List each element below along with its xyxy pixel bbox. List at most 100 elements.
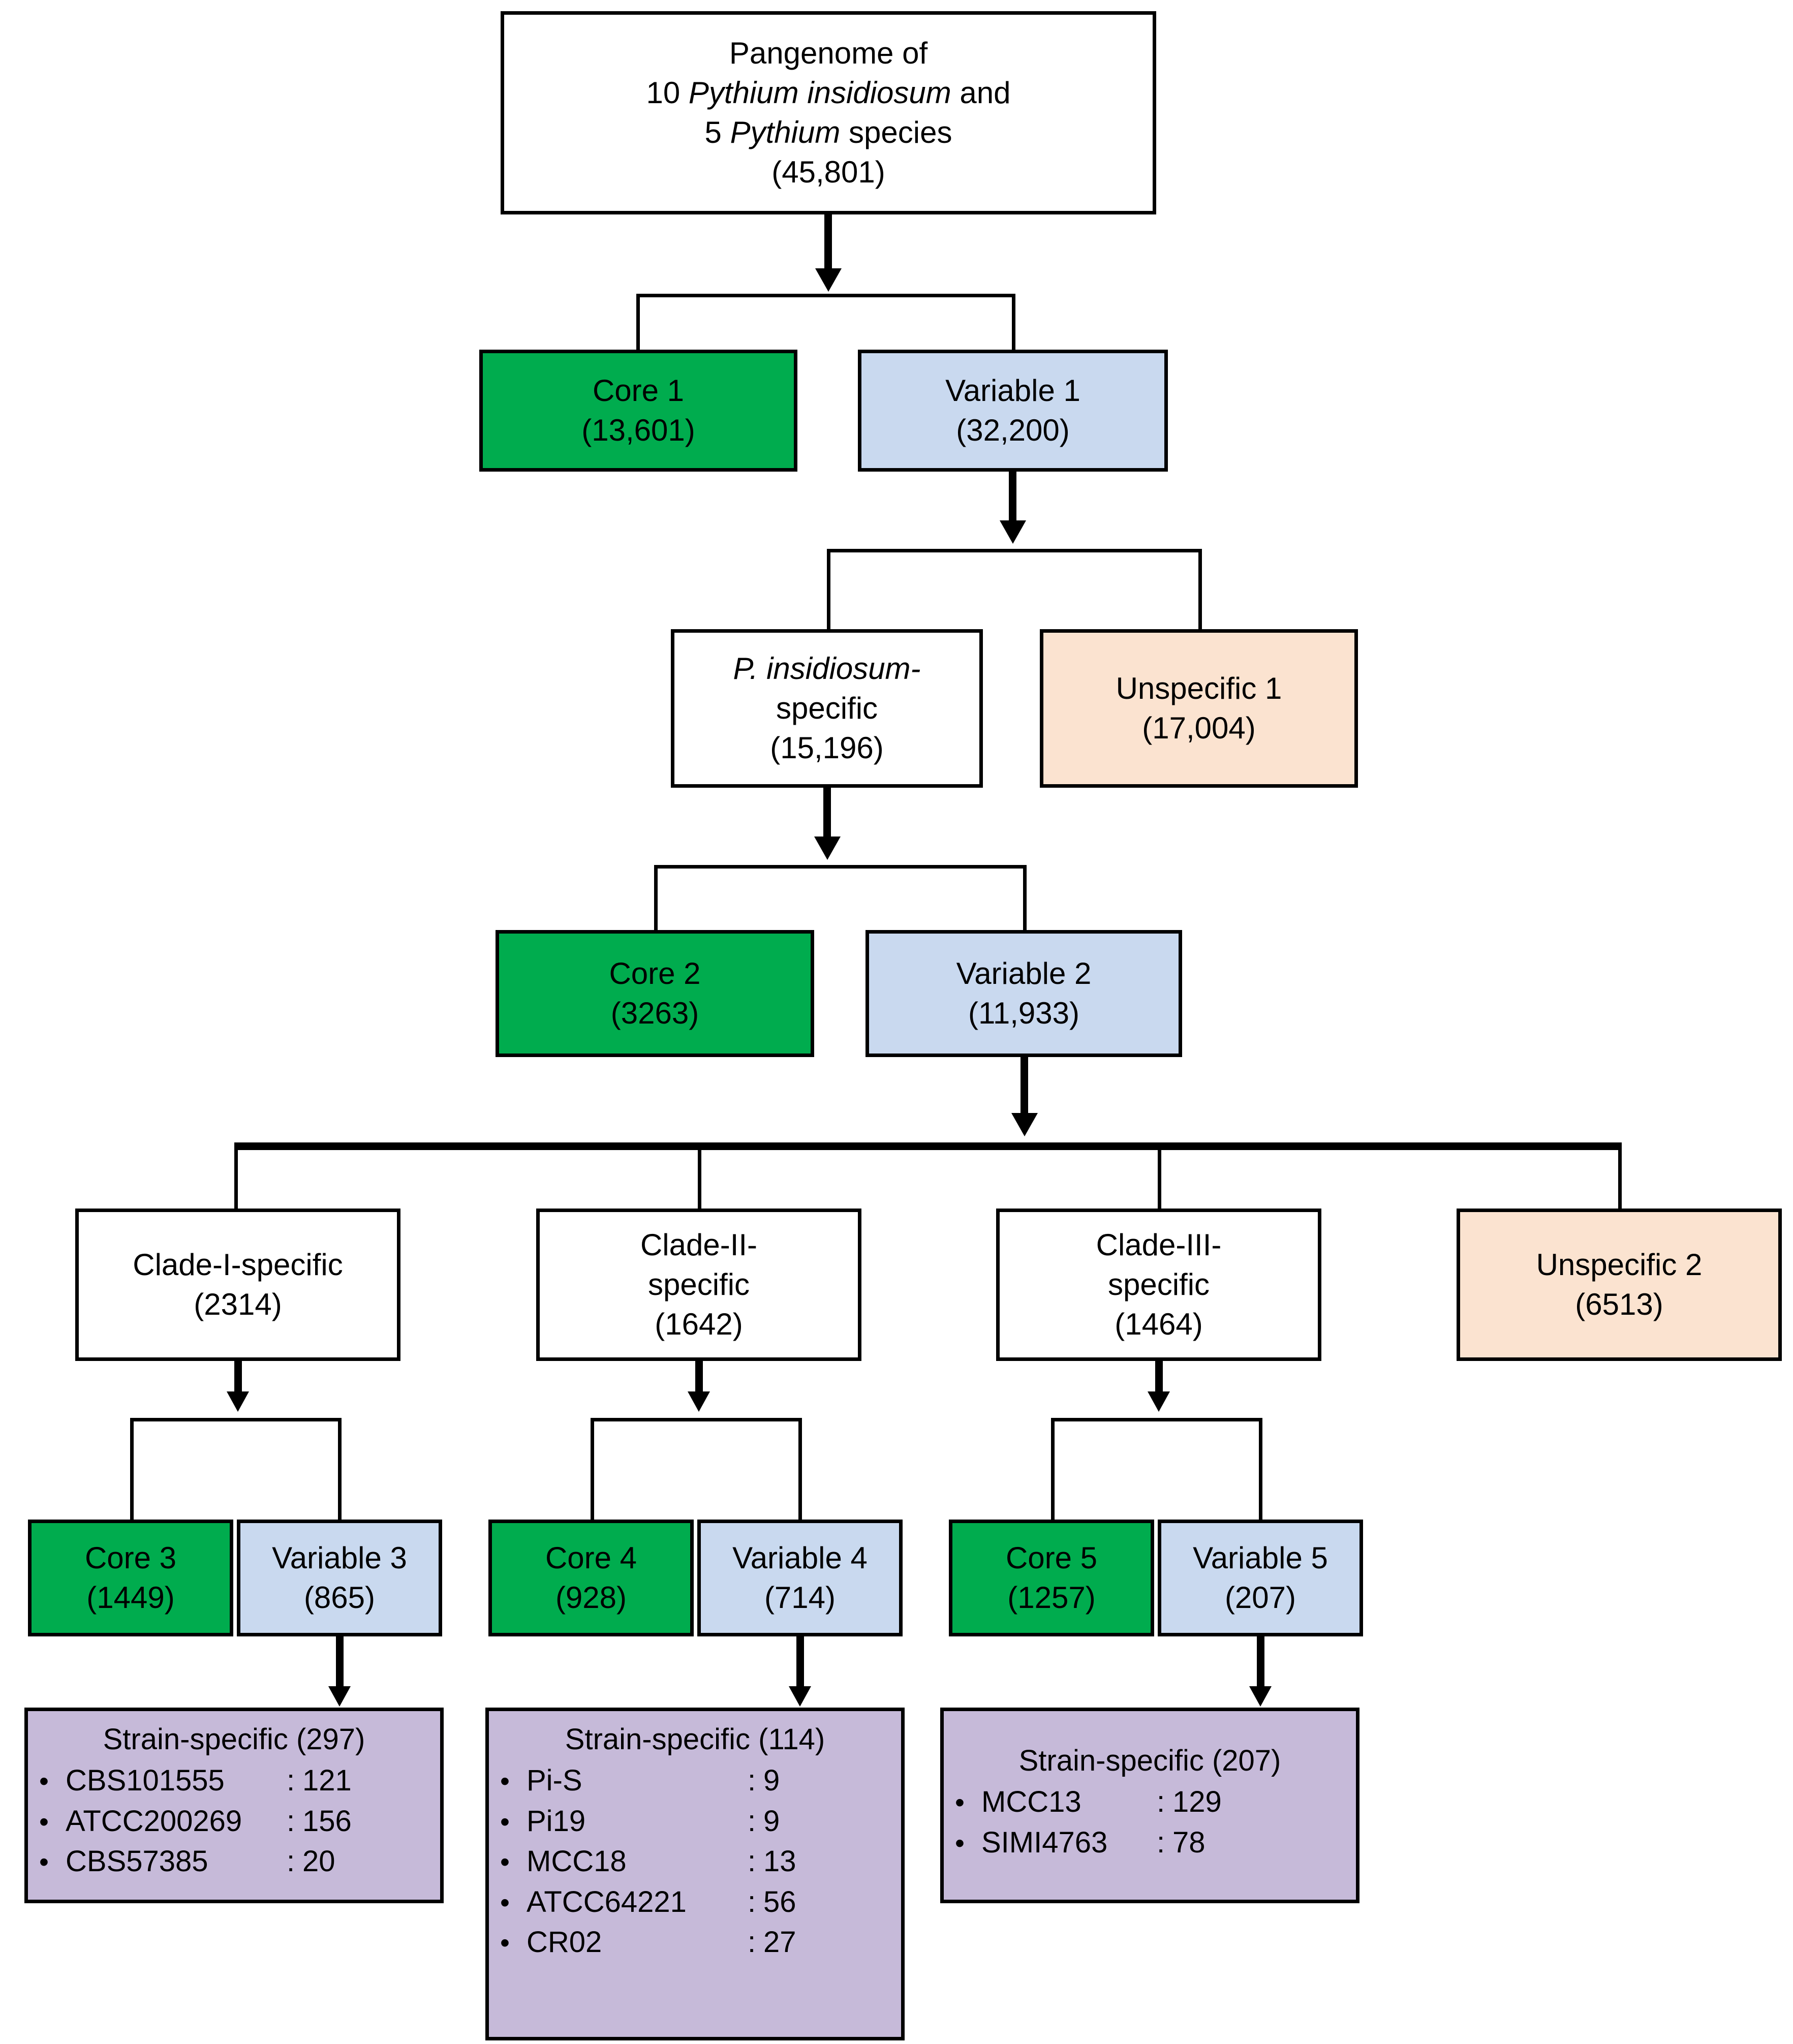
connector-drop-variable5: [1259, 1418, 1262, 1520]
variable-2-count: (11,933): [968, 996, 1080, 1030]
root-line-1: Pangenome of: [729, 36, 928, 70]
list-item: • Pi19 : 9: [500, 1802, 890, 1840]
node-variable-2[interactable]: Variable 2 (11,933): [865, 930, 1182, 1057]
core-1-label: Core 1: [592, 374, 685, 408]
clade-1-count: (2314): [194, 1287, 282, 1321]
core-3-count: (1449): [86, 1581, 175, 1615]
arrow-variable1-down: [1000, 520, 1026, 544]
core-4-label: Core 4: [545, 1541, 637, 1575]
connector-drop-variable4: [798, 1418, 802, 1520]
strain-colon: :: [286, 1804, 295, 1838]
node-pangenome-root[interactable]: Pangenome of 10 Pythium insidiosum and 5…: [501, 11, 1156, 214]
bullet-icon: •: [500, 1847, 510, 1878]
strain-specific-box-2[interactable]: Strain-specific (114) • Pi-S : 9 • Pi19 …: [485, 1708, 905, 2040]
connector-variable1-down: [1009, 472, 1016, 528]
arrow-variable3-down: [328, 1686, 351, 1707]
node-clade-2-specific[interactable]: Clade-II- specific (1642): [536, 1209, 861, 1361]
strain-name: Pi19: [527, 1804, 586, 1838]
variable-1-label: Variable 1: [945, 374, 1080, 408]
connector-bar-level4: [234, 1142, 1622, 1150]
list-item: • MCC18 : 13: [500, 1842, 890, 1880]
arrow-clade1-down: [227, 1391, 249, 1412]
strain-value: 20: [302, 1845, 335, 1878]
connector-bar-level2: [827, 549, 1202, 552]
connector-drop-core4: [591, 1418, 594, 1520]
connector-bar-clade2-split: [591, 1418, 802, 1421]
strain-name: CR02: [527, 1925, 602, 1959]
strain-value: 13: [763, 1845, 796, 1878]
node-clade-1-specific[interactable]: Clade-I-specific (2314): [75, 1209, 400, 1361]
list-item: • SIMI4763 : 78: [955, 1823, 1345, 1862]
variable-3-label: Variable 3: [272, 1541, 407, 1575]
connector-drop-core3: [130, 1418, 134, 1520]
strain-value: 156: [302, 1804, 352, 1838]
arrow-variable4-down: [789, 1686, 811, 1707]
strain-value: 9: [763, 1764, 780, 1798]
node-core-3[interactable]: Core 3 (1449): [28, 1520, 233, 1636]
strain-name: MCC18: [527, 1845, 627, 1878]
core-5-count: (1257): [1007, 1581, 1096, 1615]
node-clade-3-specific[interactable]: Clade-III- specific (1464): [996, 1209, 1321, 1361]
connector-variable4-down: [796, 1636, 804, 1690]
variable-4-label: Variable 4: [732, 1541, 868, 1575]
clade-1-label: Clade-I-specific: [133, 1248, 343, 1282]
node-variable-4[interactable]: Variable 4 (714): [697, 1520, 903, 1636]
connector-variable3-down: [336, 1636, 344, 1690]
connector-bar-clade3-split: [1051, 1418, 1262, 1421]
connector-drop-variable3: [338, 1418, 342, 1520]
arrow-pi-specific-down: [814, 837, 841, 860]
node-core-2[interactable]: Core 2 (3263): [496, 930, 814, 1057]
strain-value: 78: [1172, 1825, 1205, 1859]
strain-colon: :: [286, 1764, 295, 1798]
node-variable-3[interactable]: Variable 3 (865): [237, 1520, 442, 1636]
core-5-label: Core 5: [1005, 1541, 1098, 1575]
strain-colon: :: [747, 1885, 756, 1918]
clade-3-label-2: specific: [1107, 1267, 1210, 1302]
node-core-4[interactable]: Core 4 (928): [488, 1520, 694, 1636]
node-core-5[interactable]: Core 5 (1257): [949, 1520, 1154, 1636]
node-variable-5[interactable]: Variable 5 (207): [1158, 1520, 1363, 1636]
root-line-4: (45,801): [771, 155, 885, 189]
strain-box-2-title: Strain-specific (114): [565, 1723, 825, 1756]
strain-specific-box-1[interactable]: Strain-specific (297) • CBS101555 : 121 …: [24, 1708, 444, 1903]
arrow-clade3-down: [1148, 1391, 1170, 1412]
connector-clade1-down: [234, 1361, 242, 1397]
connector-drop-pi-specific: [827, 549, 830, 629]
root-line-2: 10 Pythium insidiosum and: [646, 76, 1011, 110]
connector-drop-variable2: [1023, 865, 1027, 930]
variable-1-count: (32,200): [956, 413, 1070, 447]
strain-box-3-title: Strain-specific (207): [1018, 1744, 1281, 1777]
connector-drop-unspecific2: [1618, 1142, 1622, 1209]
strain-specific-box-3[interactable]: Strain-specific (207) • MCC13 : 129 • SI…: [940, 1708, 1359, 1903]
strain-value: 129: [1172, 1785, 1222, 1819]
strain-colon: :: [1156, 1825, 1165, 1859]
clade-2-count: (1642): [655, 1307, 743, 1341]
node-core-1[interactable]: Core 1 (13,601): [479, 350, 797, 472]
node-variable-1[interactable]: Variable 1 (32,200): [858, 350, 1168, 472]
core-2-label: Core 2: [609, 956, 701, 990]
arrow-root-down: [815, 268, 842, 292]
node-unspecific-2[interactable]: Unspecific 2 (6513): [1457, 1209, 1782, 1361]
list-item: • MCC13 : 129: [955, 1783, 1345, 1821]
list-item: • ATCC64221 : 56: [500, 1883, 890, 1921]
connector-clade2-down: [695, 1361, 703, 1397]
bullet-icon: •: [39, 1847, 49, 1878]
connector-bar-clade1-split: [130, 1418, 342, 1421]
pi-specific-label-2: specific: [776, 691, 878, 725]
unspecific-1-label: Unspecific 1: [1116, 671, 1282, 705]
node-p-insidiosum-specific[interactable]: P. insidiosum- specific (15,196): [671, 629, 983, 788]
clade-2-label-2: specific: [647, 1267, 750, 1302]
arrow-variable5-down: [1249, 1686, 1272, 1707]
connector-bar-level3: [654, 865, 1027, 869]
node-unspecific-1[interactable]: Unspecific 1 (17,004): [1040, 629, 1358, 788]
list-item: • ATCC200269 : 156: [39, 1802, 429, 1840]
strain-box-1-list: • CBS101555 : 121 • ATCC200269 : 156 • C…: [39, 1761, 429, 1880]
connector-drop-unspecific1: [1198, 549, 1202, 629]
variable-2-label: Variable 2: [956, 956, 1092, 990]
clade-3-count: (1464): [1115, 1307, 1203, 1341]
strain-value: 56: [763, 1885, 796, 1918]
arrow-clade2-down: [688, 1391, 710, 1412]
arrow-variable2-down: [1011, 1113, 1038, 1136]
list-item: • CR02 : 27: [500, 1923, 890, 1961]
connector-drop-core5: [1051, 1418, 1055, 1520]
